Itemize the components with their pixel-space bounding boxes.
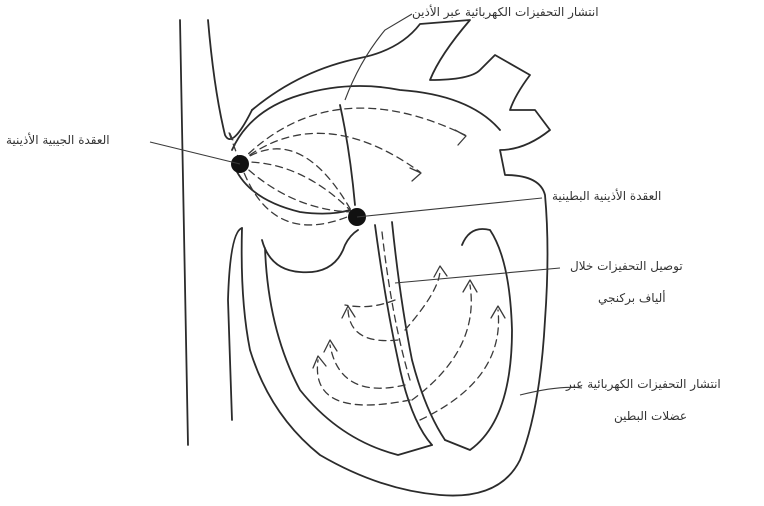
atrial-spread-arc-1 <box>240 108 465 162</box>
vena-cava-outer-line <box>180 20 188 445</box>
leader-purkinje <box>395 268 560 283</box>
label-ventricle-line2: عضلات البطين <box>614 408 687 424</box>
atrial-spread-arc-2 <box>240 133 420 172</box>
atrial-spread-arc-3 <box>240 149 352 212</box>
septum-left-line <box>375 225 432 445</box>
label-av-node: العقدة الأذينية البطينية <box>552 188 661 204</box>
septum-right-line <box>392 222 445 440</box>
label-purkinje-line2: ألياف بركنجي <box>598 290 666 306</box>
label-ventricle-line1: انتشار التحفيزات الكهربائية عبر <box>566 376 721 392</box>
right-atrium-floor <box>235 168 350 214</box>
atrial-arrowhead-1 <box>455 130 466 145</box>
label-purkinje-line1: توصيل التحفيزات خلال <box>570 258 683 274</box>
vent-arrowhead-6 <box>313 356 326 368</box>
leader-sa-node <box>150 142 240 164</box>
left-ventricle-inner-wall <box>445 229 512 450</box>
leader-av-node <box>357 198 542 217</box>
vena-cava-inner-top <box>208 20 252 139</box>
label-atrial-spread: انتشار التحفيزات الكهربائية عبر الأذين <box>412 4 599 20</box>
label-sa-node: العقدة الجيبية الأذينية <box>6 132 110 148</box>
atrial-arrowhead-2 <box>410 168 421 181</box>
vena-cava-inner-bottom <box>228 228 242 420</box>
atrial-septum <box>340 105 355 205</box>
vent-left-arc-2 <box>420 310 499 420</box>
vent-left-arc-1 <box>412 285 471 400</box>
vent-arrowhead-3 <box>434 266 447 277</box>
vent-right-arc-2 <box>317 360 410 405</box>
vent-right-arc-1 <box>330 345 405 388</box>
